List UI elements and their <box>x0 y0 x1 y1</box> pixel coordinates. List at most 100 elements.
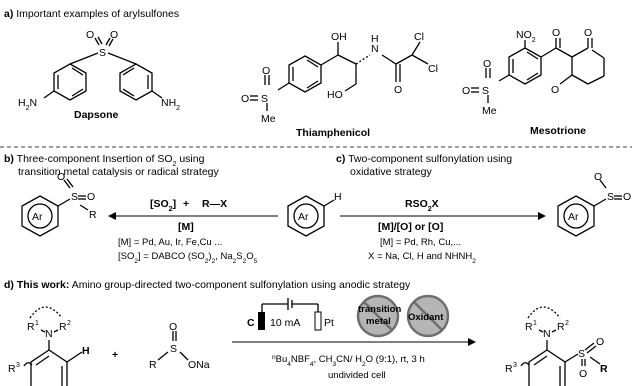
dapsone-nh2-group: NH2 <box>161 97 180 112</box>
sulfonylated-aniline-product: R 1 R 2 N S O O R R 3 <box>505 306 608 386</box>
dapsone-ring-left <box>53 63 87 101</box>
svg-text:H: H <box>334 191 342 203</box>
dapsone-structure: S O O H2N NH2 Dapsone <box>18 29 180 121</box>
arrow-d-head <box>468 338 476 346</box>
catalyst-c: [M]/[O] or [O] <box>378 221 443 233</box>
no-transition-metal-badge: transition metal <box>356 294 401 338</box>
sodium-sulfinate-reagent: S O R ONa <box>149 321 210 371</box>
reagent-b-plus: + <box>183 198 189 210</box>
note-c-x-groups: X = Na, Cl, H and NHNH2 <box>368 251 476 265</box>
dapsone-h2n-group: H2N <box>18 97 37 112</box>
platinum-cathode <box>314 311 322 331</box>
mesotrione-ring <box>508 47 542 85</box>
product-c-aryl-sulfone: Ar S O O <box>557 171 631 237</box>
section-b-heading-line2: transition metal catalysis or radical st… <box>18 166 219 178</box>
svg-text:R: R <box>59 321 67 333</box>
svg-text:Ar: Ar <box>568 211 579 223</box>
aniline-substrate: R 1 R 2 N H R 3 <box>8 306 90 386</box>
svg-text:C: C <box>247 317 255 329</box>
svg-text:3: 3 <box>16 362 20 369</box>
svg-text:N: N <box>45 328 53 340</box>
carbon-anode <box>258 312 265 330</box>
mesotrione-me-group: Me <box>482 105 497 117</box>
catalyst-b: [M] <box>178 221 194 233</box>
svg-text:S: S <box>607 191 614 203</box>
svg-text:R: R <box>149 359 157 371</box>
section-a-heading: a) Important examples of arylsulfones <box>4 8 179 20</box>
mesotrione-structure: NO2 S O O Me O O O Mesotrione <box>462 27 605 137</box>
svg-text:3: 3 <box>513 362 517 369</box>
thiamphenicol-structure: S O O Me OH HO N H O Cl Cl Thiamphenicol <box>241 31 438 139</box>
svg-text:Ar: Ar <box>32 211 43 223</box>
thiamphenicol-me-group: Me <box>261 113 276 125</box>
svg-text:2: 2 <box>67 320 71 327</box>
thiamphenicol-o-atom-1: O <box>262 65 270 77</box>
svg-text:N: N <box>543 328 551 340</box>
mesotrione-dione-o-2: O <box>551 84 559 96</box>
thiamphenicol-oh-group: OH <box>331 31 347 43</box>
mesotrione-o-atom-1: O <box>483 58 491 70</box>
thiamphenicol-cl-1: Cl <box>414 31 424 43</box>
svg-text:ONa: ONa <box>188 359 210 371</box>
svg-text:R: R <box>600 363 608 375</box>
section-b-heading-line1: b) Three-component Insertion of SO2 usin… <box>4 153 205 168</box>
svg-text:metal: metal <box>366 316 391 327</box>
dapsone-o-atom-2: O <box>110 29 118 41</box>
current-label: 10 mA <box>270 317 300 329</box>
svg-text:2: 2 <box>565 320 569 327</box>
no-oxidant-badge: Oxidant <box>406 294 450 338</box>
thiamphenicol-ho-group: HO <box>327 89 343 101</box>
section-c-heading-line1: c) Two-component sulfonylation using <box>336 153 512 165</box>
svg-text:O: O <box>169 321 177 333</box>
arrow-b-head <box>108 212 116 220</box>
thiamphenicol-nh-h: H <box>371 33 379 45</box>
dapsone-s-atom: S <box>99 47 106 59</box>
thiamphenicol-s-atom: S <box>261 93 268 105</box>
dapsone-ring-right <box>119 63 153 101</box>
thiamphenicol-o-atom-2: O <box>241 93 249 105</box>
svg-text:R: R <box>525 321 533 333</box>
note-c-metals: [M] = Pd, Rh, Cu,... <box>380 237 461 248</box>
svg-text:H: H <box>82 345 90 357</box>
svg-text:O: O <box>623 191 631 203</box>
note-b-metals: [M] = Pd, Au, Ir, Fe,Cu ... <box>118 237 222 248</box>
dapsone-name: Dapsone <box>74 109 119 121</box>
svg-text:R: R <box>27 321 35 333</box>
svg-text:Oxidant: Oxidant <box>408 312 444 323</box>
svg-text:1: 1 <box>35 320 39 327</box>
svg-text:O: O <box>87 191 95 203</box>
arrow-c-head <box>538 212 546 220</box>
thiamphenicol-ring <box>288 55 322 93</box>
thiamphenicol-name: Thiamphenicol <box>296 127 370 139</box>
dapsone-o-atom-1: O <box>86 29 94 41</box>
svg-text:R: R <box>8 363 16 375</box>
conditions-line1: nBu4NBF4, CH3CN/ H2O (9:1), rt, 3 h <box>272 354 425 368</box>
mesotrione-no2-group: NO2 <box>516 29 536 44</box>
svg-text:S: S <box>71 191 78 203</box>
thiamphenicol-carbonyl-o: O <box>394 84 402 96</box>
svg-text:O: O <box>596 336 604 348</box>
svg-text:O: O <box>594 171 602 183</box>
svg-text:transition: transition <box>358 304 401 315</box>
svg-text:1: 1 <box>533 320 537 327</box>
section-c-heading-line2: oxidative strategy <box>350 166 432 178</box>
mesotrione-s-atom: S <box>482 85 489 97</box>
section-d-plus: + <box>112 349 118 361</box>
svg-text:S: S <box>170 343 177 355</box>
svg-text:Pt: Pt <box>324 317 334 329</box>
mesotrione-dione-o-1: O <box>584 27 592 39</box>
svg-text:S: S <box>578 348 585 360</box>
note-b-so2-sources: [SO2] = DABCO (SO2)2, Na2S2O5 <box>118 251 258 265</box>
svg-text:O: O <box>579 368 587 380</box>
thiamphenicol-cl-2: Cl <box>428 63 438 75</box>
svg-text:R: R <box>505 363 513 375</box>
electrolysis-setup: C 10 mA Pt <box>247 298 334 331</box>
svg-text:R: R <box>89 209 97 221</box>
mesotrione-name: Mesotrione <box>530 125 586 137</box>
svg-text:R: R <box>557 321 565 333</box>
conditions-line2: undivided cell <box>328 370 386 381</box>
section-d-heading: d) This work: Amino group-directed two-c… <box>4 279 411 291</box>
reagent-b-so2: [SO2] <box>150 198 176 213</box>
svg-text:O: O <box>57 171 65 183</box>
